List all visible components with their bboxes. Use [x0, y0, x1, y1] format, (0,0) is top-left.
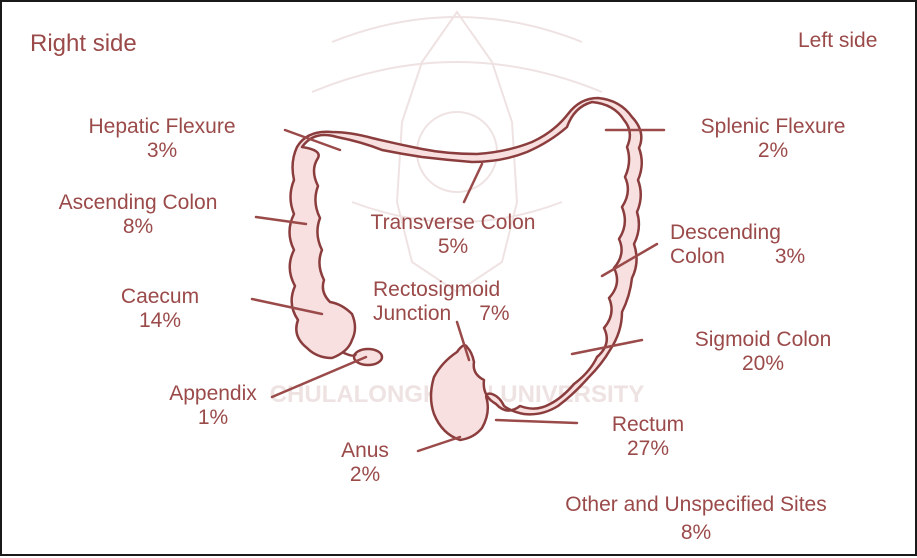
- label-ascending-colon: Ascending Colon 8%: [59, 191, 218, 239]
- site-name: Other and Unspecified Sites: [565, 493, 826, 516]
- left-side-label: Left side: [798, 29, 877, 53]
- label-anus: Anus 2%: [341, 439, 389, 487]
- site-percent: 2%: [341, 463, 389, 487]
- site-percent: 3%: [88, 139, 235, 163]
- site-percent: 8%: [59, 215, 218, 239]
- site-percent: 3%: [775, 245, 805, 268]
- site-name-line2: Junction: [373, 302, 451, 325]
- site-name: Splenic Flexure: [701, 115, 846, 138]
- site-percent: 8%: [565, 521, 826, 545]
- appendix-shape: [354, 349, 382, 365]
- site-name: Rectum: [612, 413, 684, 436]
- site-percent: 14%: [121, 309, 199, 333]
- site-name-line2: Colon: [670, 245, 725, 268]
- site-name: Caecum: [121, 285, 199, 308]
- label-transverse-colon: Transverse Colon 5%: [371, 211, 536, 259]
- site-name-line1: Rectosigmoid: [373, 278, 510, 302]
- site-name: Hepatic Flexure: [88, 115, 235, 138]
- label-hepatic-flexure: Hepatic Flexure 3%: [88, 115, 235, 163]
- label-descending-colon: Descending Colon 3%: [670, 221, 805, 269]
- site-name: Ascending Colon: [59, 191, 218, 214]
- label-rectosigmoid-junction: Rectosigmoid Junction 7%: [373, 278, 510, 326]
- leader-anus: [418, 437, 460, 451]
- site-name: Anus: [341, 439, 389, 462]
- site-name: Appendix: [169, 382, 257, 405]
- label-appendix: Appendix 1%: [169, 382, 257, 430]
- leader-appendix: [272, 357, 366, 397]
- site-percent: 2%: [701, 139, 846, 163]
- right-side-label: Right side: [30, 32, 137, 56]
- site-percent: 20%: [695, 352, 832, 376]
- leader-rectum: [496, 420, 577, 423]
- site-name: Transverse Colon: [371, 211, 536, 234]
- label-rectum: Rectum 27%: [612, 413, 684, 461]
- label-other-unspecified: Other and Unspecified Sites 8%: [565, 493, 826, 545]
- label-sigmoid-colon: Sigmoid Colon 20%: [695, 328, 832, 376]
- site-percent: 27%: [612, 437, 684, 461]
- label-caecum: Caecum 14%: [121, 285, 199, 333]
- site-name: Sigmoid Colon: [695, 328, 832, 351]
- label-splenic-flexure: Splenic Flexure 2%: [701, 115, 846, 163]
- site-percent: 7%: [479, 302, 509, 325]
- colon-body: [290, 98, 642, 440]
- site-name-line1: Descending: [670, 221, 805, 245]
- site-percent: 1%: [169, 406, 257, 430]
- leader-transverse-colon: [464, 164, 482, 202]
- site-percent: 5%: [371, 235, 536, 259]
